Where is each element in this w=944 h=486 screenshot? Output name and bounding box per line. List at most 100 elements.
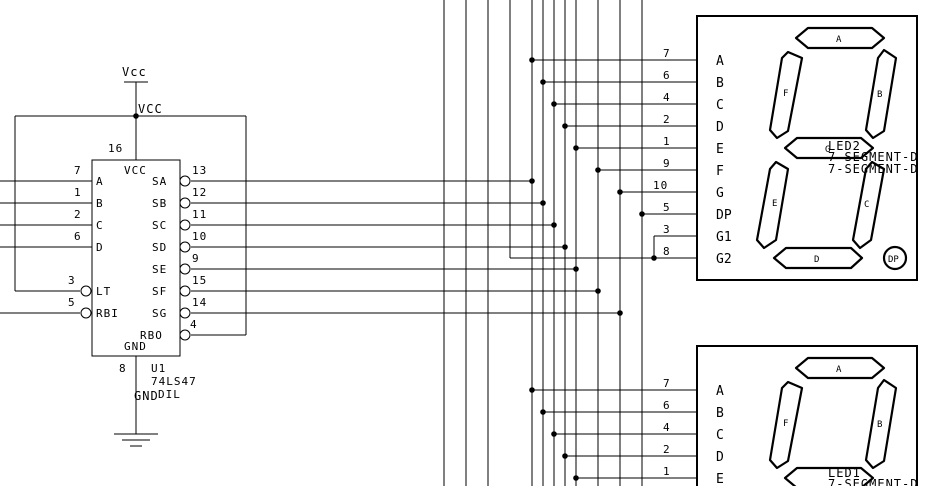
output-pin-num: 4: [190, 318, 198, 331]
output-pin-name: SE: [152, 263, 167, 276]
segment-f: [768, 50, 804, 140]
segment-label: F: [783, 419, 788, 429]
segment-a: [794, 26, 886, 50]
output-pin-num: 14: [192, 296, 207, 309]
display-pin-name: C: [716, 428, 724, 443]
display-pin-name: D: [716, 120, 724, 135]
display-pin-num: 4: [663, 91, 671, 104]
display-pin-num: 6: [663, 399, 671, 412]
display-pin-name: G2: [716, 252, 732, 267]
output-pin-num: 12: [192, 186, 207, 199]
segment-f: [768, 380, 804, 470]
output-pin-name: SF: [152, 285, 167, 298]
output-pin-num: 11: [192, 208, 207, 221]
output-pin-num: 13: [192, 164, 207, 177]
seven-segment-display-1[interactable]: 7 6 4 2 1 9 10 5 3 8 A B C D E F G DP G1…: [653, 15, 918, 281]
output-pin-num: 10: [192, 230, 207, 243]
output-pin-name: RBO: [140, 329, 163, 342]
input-pin-name: C: [96, 219, 104, 232]
display-pin-num: 9: [663, 157, 671, 170]
vcc-net-label: VCC: [138, 102, 163, 116]
decoder-gnd-pin: GND: [124, 340, 147, 353]
seven-segment-display-2[interactable]: 7 6 4 2 1 A B C D E A F B LED1 7-SEGMENT…: [663, 345, 918, 486]
display-pin-name: DP: [716, 208, 732, 223]
output-pin-num: 15: [192, 274, 207, 287]
display-pin-name: B: [716, 406, 724, 421]
input-pin-num: 6: [74, 230, 82, 243]
segment-label: A: [836, 365, 842, 375]
output-pin-name: SB: [152, 197, 167, 210]
segment-d: [772, 246, 864, 270]
display-pin-num: 2: [663, 113, 671, 126]
segment-g: [783, 136, 875, 160]
display-pin-name: E: [716, 142, 724, 157]
vcc-symbol-label: Vcc: [122, 65, 147, 79]
output-pin-name: SC: [152, 219, 167, 232]
segment-label: A: [836, 35, 842, 45]
display-1-refdes: LED2: [828, 139, 861, 153]
display-1-description: 7-SEGMENT-D: [828, 150, 918, 164]
input-pin-name: D: [96, 241, 104, 254]
output-pin-name: SA: [152, 175, 167, 188]
wires: [0, 0, 697, 486]
output-pin-num: 9: [192, 252, 200, 265]
rbi-pin-num: 5: [68, 296, 76, 309]
segment-label: DP: [888, 255, 899, 265]
segment-label: B: [877, 90, 882, 100]
display-pin-name: D: [716, 450, 724, 465]
segment-label: D: [814, 255, 819, 265]
segment-b: [864, 378, 898, 470]
decoder-74ls47[interactable]: 16 VCC GND 8 U1 74LS47 DIL 7 A 1 B 2 C 6…: [68, 142, 207, 401]
lt-pin-num: 3: [68, 274, 76, 287]
decoder-part: 74LS47: [151, 375, 197, 388]
decoder-package: DIL: [158, 388, 181, 401]
display-pin-num: 2: [663, 443, 671, 456]
decoder-pin-16: 16: [108, 142, 123, 155]
segment-dp: [882, 245, 908, 271]
display-pin-name: B: [716, 76, 724, 91]
junction-dots: [133, 57, 657, 481]
input-pin-name: A: [96, 175, 104, 188]
output-pin-name: SG: [152, 307, 167, 320]
segment-c: [851, 160, 886, 250]
display-pin-num: 1: [663, 465, 671, 478]
display-pin-name: A: [716, 384, 724, 399]
input-pin-num: 1: [74, 186, 82, 199]
display-pin-num: 6: [663, 69, 671, 82]
segment-label: G: [825, 145, 830, 155]
segment-label: C: [864, 200, 869, 210]
decoder-refdes: U1: [151, 362, 166, 375]
gnd-net-label: GND: [134, 389, 159, 403]
segment-g: [783, 466, 875, 486]
input-pin-name: B: [96, 197, 104, 210]
display-1-description: 7-SEGMENT-D: [828, 162, 918, 176]
decoder-body: [91, 159, 181, 357]
output-pin-name: SD: [152, 241, 167, 254]
display-pin-name: A: [716, 54, 724, 69]
segment-label: B: [877, 420, 882, 430]
display-pin-name: E: [716, 472, 724, 486]
segment-a: [794, 356, 886, 380]
display-pin-num: 1: [663, 135, 671, 148]
display-1-body: [696, 15, 918, 281]
decoder-vcc-pin: VCC: [124, 164, 147, 177]
segment-e: [755, 160, 790, 250]
segment-b: [864, 48, 898, 140]
display-pin-name: G: [716, 186, 724, 201]
display-pin-num: 7: [663, 377, 671, 390]
display-2-body: [696, 345, 918, 486]
segment-label: F: [783, 89, 788, 99]
input-pin-num: 7: [74, 164, 82, 177]
display-pin-num: 3: [663, 223, 671, 236]
display-pin-num: 5: [663, 201, 671, 214]
segment-label: E: [772, 199, 777, 209]
display-pin-name: C: [716, 98, 724, 113]
decoder-pin-8: 8: [119, 362, 127, 375]
rbi-pin-name: RBI: [96, 307, 119, 320]
input-pin-num: 2: [74, 208, 82, 221]
display-2-refdes: LED1: [828, 466, 861, 480]
display-pin-name: G1: [716, 230, 732, 245]
display-pin-name: F: [716, 164, 724, 179]
display-pin-num: 10: [653, 179, 668, 192]
